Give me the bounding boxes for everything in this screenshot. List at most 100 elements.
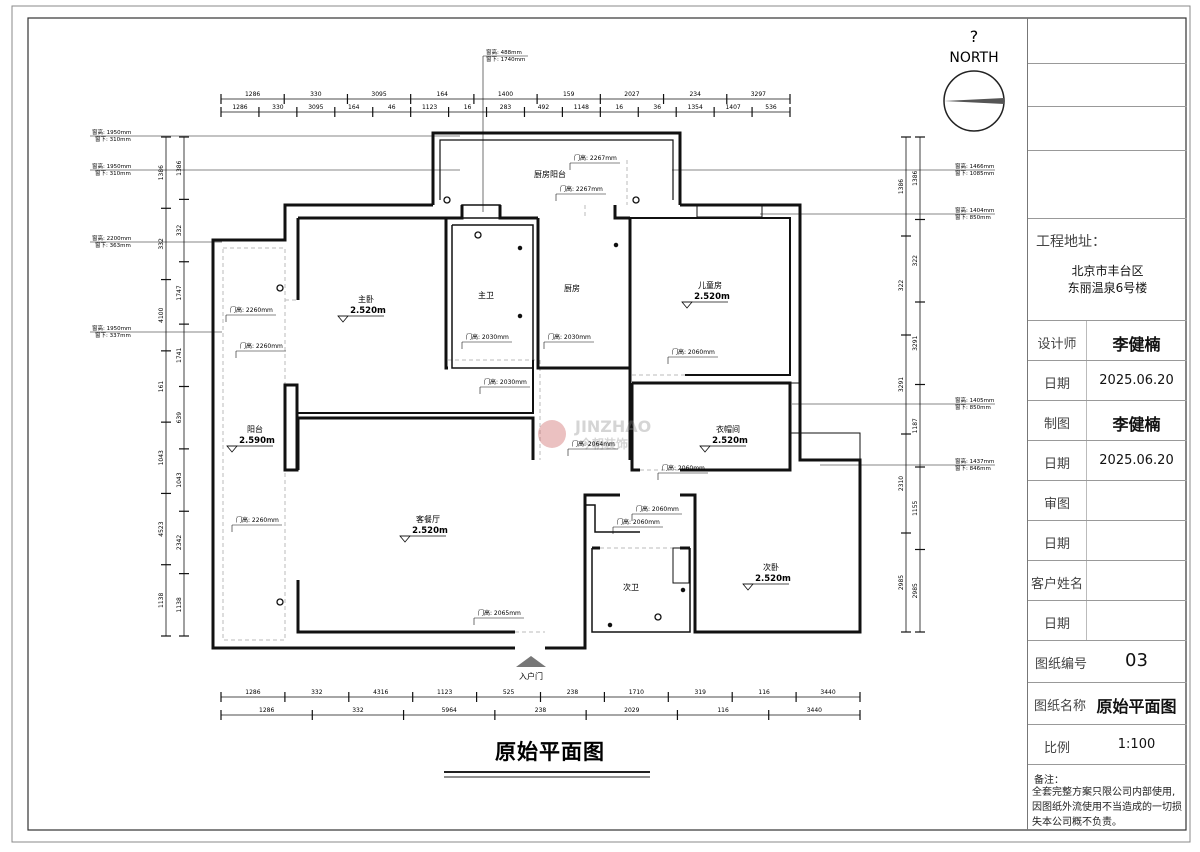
dimension-label: 330 xyxy=(310,91,322,98)
address-line-2: 东丽温泉6号楼 xyxy=(1067,281,1148,295)
room-height: 2.520m xyxy=(694,292,730,302)
height-marker xyxy=(337,315,349,323)
height-marker xyxy=(742,583,754,591)
window-note: 窗下: 846mm xyxy=(955,464,991,472)
dimension-label: 164 xyxy=(437,91,449,98)
room-height: 2.520m xyxy=(412,526,448,536)
dimension-label: 161 xyxy=(158,381,165,393)
notes-text: 全套完整方案只限公司内部使用,因图纸外流使用不当造成的一切损失本公司概不负责。 xyxy=(1032,787,1182,828)
pipe xyxy=(654,613,662,621)
dimension-label: 1354 xyxy=(688,104,703,111)
window-note: 窗高: 2200mm xyxy=(92,234,131,242)
pipe xyxy=(632,196,640,204)
drawing-name-value: 原始平面图 xyxy=(1096,697,1177,716)
room-height: 2.520m xyxy=(755,574,791,584)
tb-drawing-no-row: 图纸编号 03 xyxy=(1028,640,1187,682)
drawing-name-label: 图纸名称 xyxy=(1033,699,1086,714)
dimension-label: 1386 xyxy=(898,179,905,194)
tb-divider xyxy=(1086,561,1087,600)
notes-label: 备注： xyxy=(1034,775,1064,786)
dimension-label: 332 xyxy=(311,689,323,696)
window-note: 窗高: 1466mm xyxy=(955,162,994,170)
dimension-label: 1286 xyxy=(245,689,260,696)
dimension-label: 332 xyxy=(352,707,364,714)
window-frame xyxy=(696,204,763,218)
north-mark: ? xyxy=(970,27,979,46)
column xyxy=(461,204,501,219)
room-labels: 厨房阳台主卫厨房主卧2.520m儿童房2.520m阳台2.590m衣帽间2.52… xyxy=(226,169,791,592)
room-name: 次卫 xyxy=(623,582,639,592)
dimension-label: 1155 xyxy=(912,500,919,515)
wall xyxy=(296,580,515,634)
door-note: 门高: 2267mm xyxy=(574,154,617,162)
wall xyxy=(630,217,791,376)
height-marker xyxy=(399,535,411,543)
tb-blank-row xyxy=(1028,150,1187,218)
dimension-label: 4523 xyxy=(158,521,165,536)
pipe xyxy=(517,313,523,319)
dimension-label: 238 xyxy=(567,689,579,696)
door-note: 门高: 2065mm xyxy=(478,609,521,617)
watermark-subtext: 今朝装饰 xyxy=(579,436,628,451)
tb-drafter-row: 制图 李健楠 xyxy=(1028,400,1187,440)
title-block: 工程地址： 北京市丰台区 东丽温泉6号楼 设计师 李健楠 日期 2025.06.… xyxy=(1027,18,1187,830)
tb-date4-row: 日期 xyxy=(1028,600,1187,640)
door-note: 门高: 2030mm xyxy=(466,333,509,341)
dimension-label: 1386 xyxy=(158,165,165,180)
dimension-label: 2985 xyxy=(898,575,905,590)
room-name: 客餐厅 xyxy=(416,514,440,524)
dimension-label: 322 xyxy=(898,280,905,292)
wall xyxy=(680,203,862,634)
pipe xyxy=(276,284,284,292)
dimension-label: 525 xyxy=(503,689,515,696)
window-frame xyxy=(789,382,801,434)
dimension-label: 116 xyxy=(758,689,770,696)
wall xyxy=(536,218,630,370)
dimension-label: 1138 xyxy=(158,593,165,608)
tb-date2-row: 日期 2025.06.20 xyxy=(1028,440,1187,480)
address-line-1: 北京市丰台区 xyxy=(1071,264,1144,278)
dimension-label: 3095 xyxy=(371,91,386,98)
dimension-label: 116 xyxy=(717,707,729,714)
dimension-label: 2029 xyxy=(624,707,639,714)
tb-divider xyxy=(1086,321,1087,360)
window-note: 窗下: 850mm xyxy=(955,213,991,221)
window-note: 窗高: 1405mm xyxy=(955,396,994,404)
wall xyxy=(498,205,538,220)
door-note: 门高: 2064mm xyxy=(572,440,615,448)
dimension-label: 2027 xyxy=(624,91,639,98)
date1-label: 日期 xyxy=(1043,377,1070,392)
dimension-label: 5964 xyxy=(442,707,457,714)
dimension-label: 159 xyxy=(563,91,575,98)
tb-review-row: 审图 xyxy=(1028,480,1187,520)
pipe xyxy=(517,245,523,251)
door-note: 门高: 2260mm xyxy=(240,342,283,350)
dimension-label: 2342 xyxy=(176,535,183,550)
drafter-label: 制图 xyxy=(1043,417,1070,432)
room-name: 儿童房 xyxy=(698,280,722,290)
dimension-label: 234 xyxy=(689,91,701,98)
tb-blank-row xyxy=(1028,18,1187,63)
watermark-text: JINZHAO xyxy=(574,417,651,436)
dimension-label: 1123 xyxy=(422,104,437,111)
entrance-arrow xyxy=(516,656,546,667)
tb-address-row: 工程地址： 北京市丰台区 东丽温泉6号楼 xyxy=(1028,218,1187,320)
room-height: 2.520m xyxy=(350,306,386,316)
client-label: 客户姓名 xyxy=(1030,577,1083,592)
dimension-label: 322 xyxy=(912,255,919,267)
tb-divider xyxy=(1086,401,1087,440)
dimension-label: 1138 xyxy=(176,597,183,612)
dimension-label: 2310 xyxy=(898,476,905,491)
wall xyxy=(431,131,682,205)
dimension-label: 3297 xyxy=(751,91,766,98)
north-pointer xyxy=(944,98,1004,104)
drafter-value: 李健楠 xyxy=(1112,415,1161,434)
review-label: 审图 xyxy=(1043,497,1070,512)
dimension-label: 36 xyxy=(653,104,661,111)
wall xyxy=(298,216,448,370)
drawing-title: 原始平面图 xyxy=(495,740,605,764)
